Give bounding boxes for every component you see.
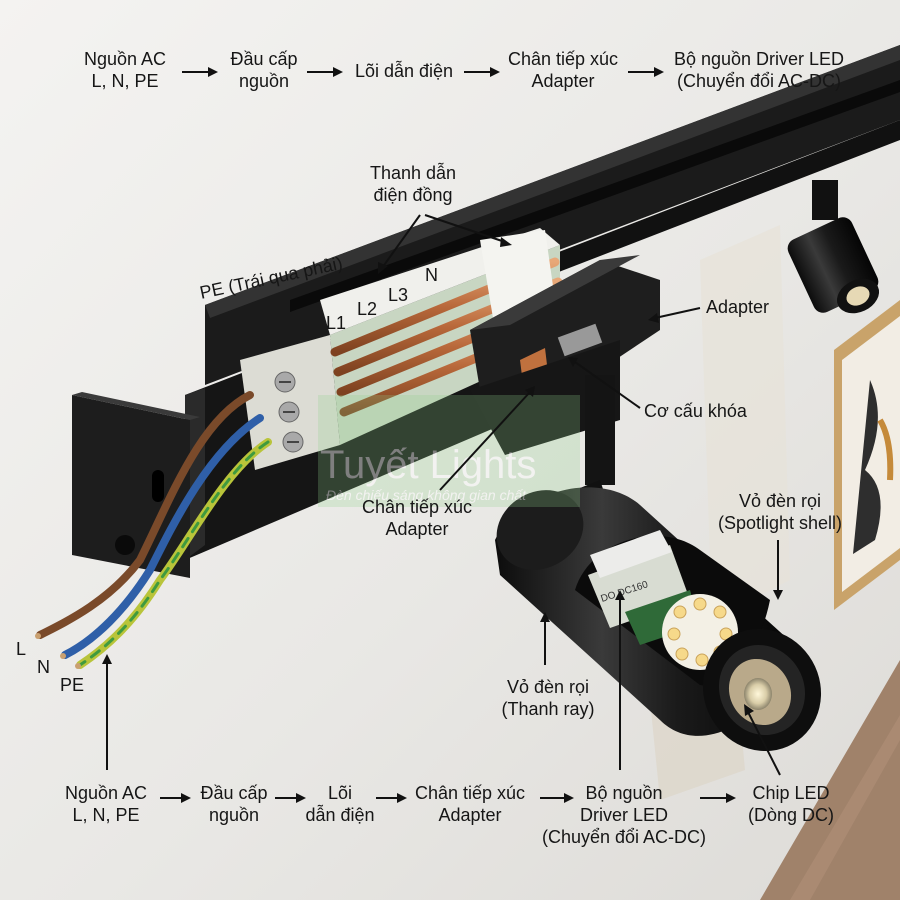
flow-bottom-step-2: Đầu cấp nguồn bbox=[200, 783, 268, 825]
wall-frame-right bbox=[834, 300, 900, 610]
wall-frame-middle bbox=[700, 225, 790, 620]
flow-top-step-4: Chân tiếp xúc Adapter bbox=[507, 49, 619, 91]
callout-rail-shell: Vỏ đèn rọi (Thanh ray) bbox=[501, 677, 595, 719]
watermark: Tuyết Lights Đèn chiếu sáng không gian c… bbox=[318, 395, 580, 507]
conductor-label-n: N bbox=[425, 265, 438, 285]
flow-top-step-2: Đầu cấp nguồn bbox=[230, 49, 298, 91]
wood-floor bbox=[760, 660, 900, 900]
flow-bottom-step-3: Lõi dẫn điện bbox=[305, 783, 375, 825]
flow-top-step-3: Lõi dẫn điện bbox=[354, 61, 454, 81]
flow-bottom-arrows bbox=[160, 793, 736, 803]
callout-adapter: Adapter bbox=[706, 297, 770, 317]
flow-bottom-step-1: Nguồn AC L, N, PE bbox=[64, 783, 148, 825]
flow-top-step-1: Nguồn AC L, N, PE bbox=[83, 49, 167, 91]
conductor-label-l1: L1 bbox=[326, 313, 347, 333]
conductor-label-l2: L2 bbox=[357, 299, 378, 319]
conductor-label-l3: L3 bbox=[388, 285, 409, 305]
callout-spot-shell: Vỏ đèn rọi (Spotlight shell) bbox=[717, 491, 843, 533]
wire-label-pe: PE bbox=[60, 675, 85, 695]
wire-label-l: L bbox=[16, 639, 27, 659]
flow-top-step-5: Bộ nguồn Driver LED (Chuyển đổi AC-DC) bbox=[673, 49, 845, 91]
flow-bottom-step-6: Chip LED (Dòng DC) bbox=[747, 783, 835, 825]
end-cap bbox=[72, 392, 200, 578]
watermark-brand: Tuyết Lights bbox=[320, 443, 536, 487]
callout-lock: Cơ cấu khóa bbox=[644, 401, 747, 421]
flow-top-arrows bbox=[182, 67, 664, 77]
spotlight-small bbox=[787, 180, 880, 314]
callout-leaders bbox=[102, 214, 783, 776]
wire-label-n: N bbox=[37, 657, 50, 677]
adapter-body bbox=[470, 255, 660, 485]
supply-wires bbox=[35, 391, 272, 669]
callout-copper-bars: Thanh dẫn điện đồng bbox=[369, 163, 457, 205]
callout-contact-pins: Chân tiếp xúc Adapter bbox=[361, 497, 473, 539]
flow-bottom-step-4: Chân tiếp xúc Adapter bbox=[414, 783, 526, 825]
flow-bottom-step-5: Bộ nguồn Driver LED (Chuyển đổi AC-DC) bbox=[541, 783, 707, 847]
watermark-tagline: Đèn chiếu sáng không gian chất bbox=[326, 487, 527, 503]
spotlight-main bbox=[495, 480, 822, 752]
